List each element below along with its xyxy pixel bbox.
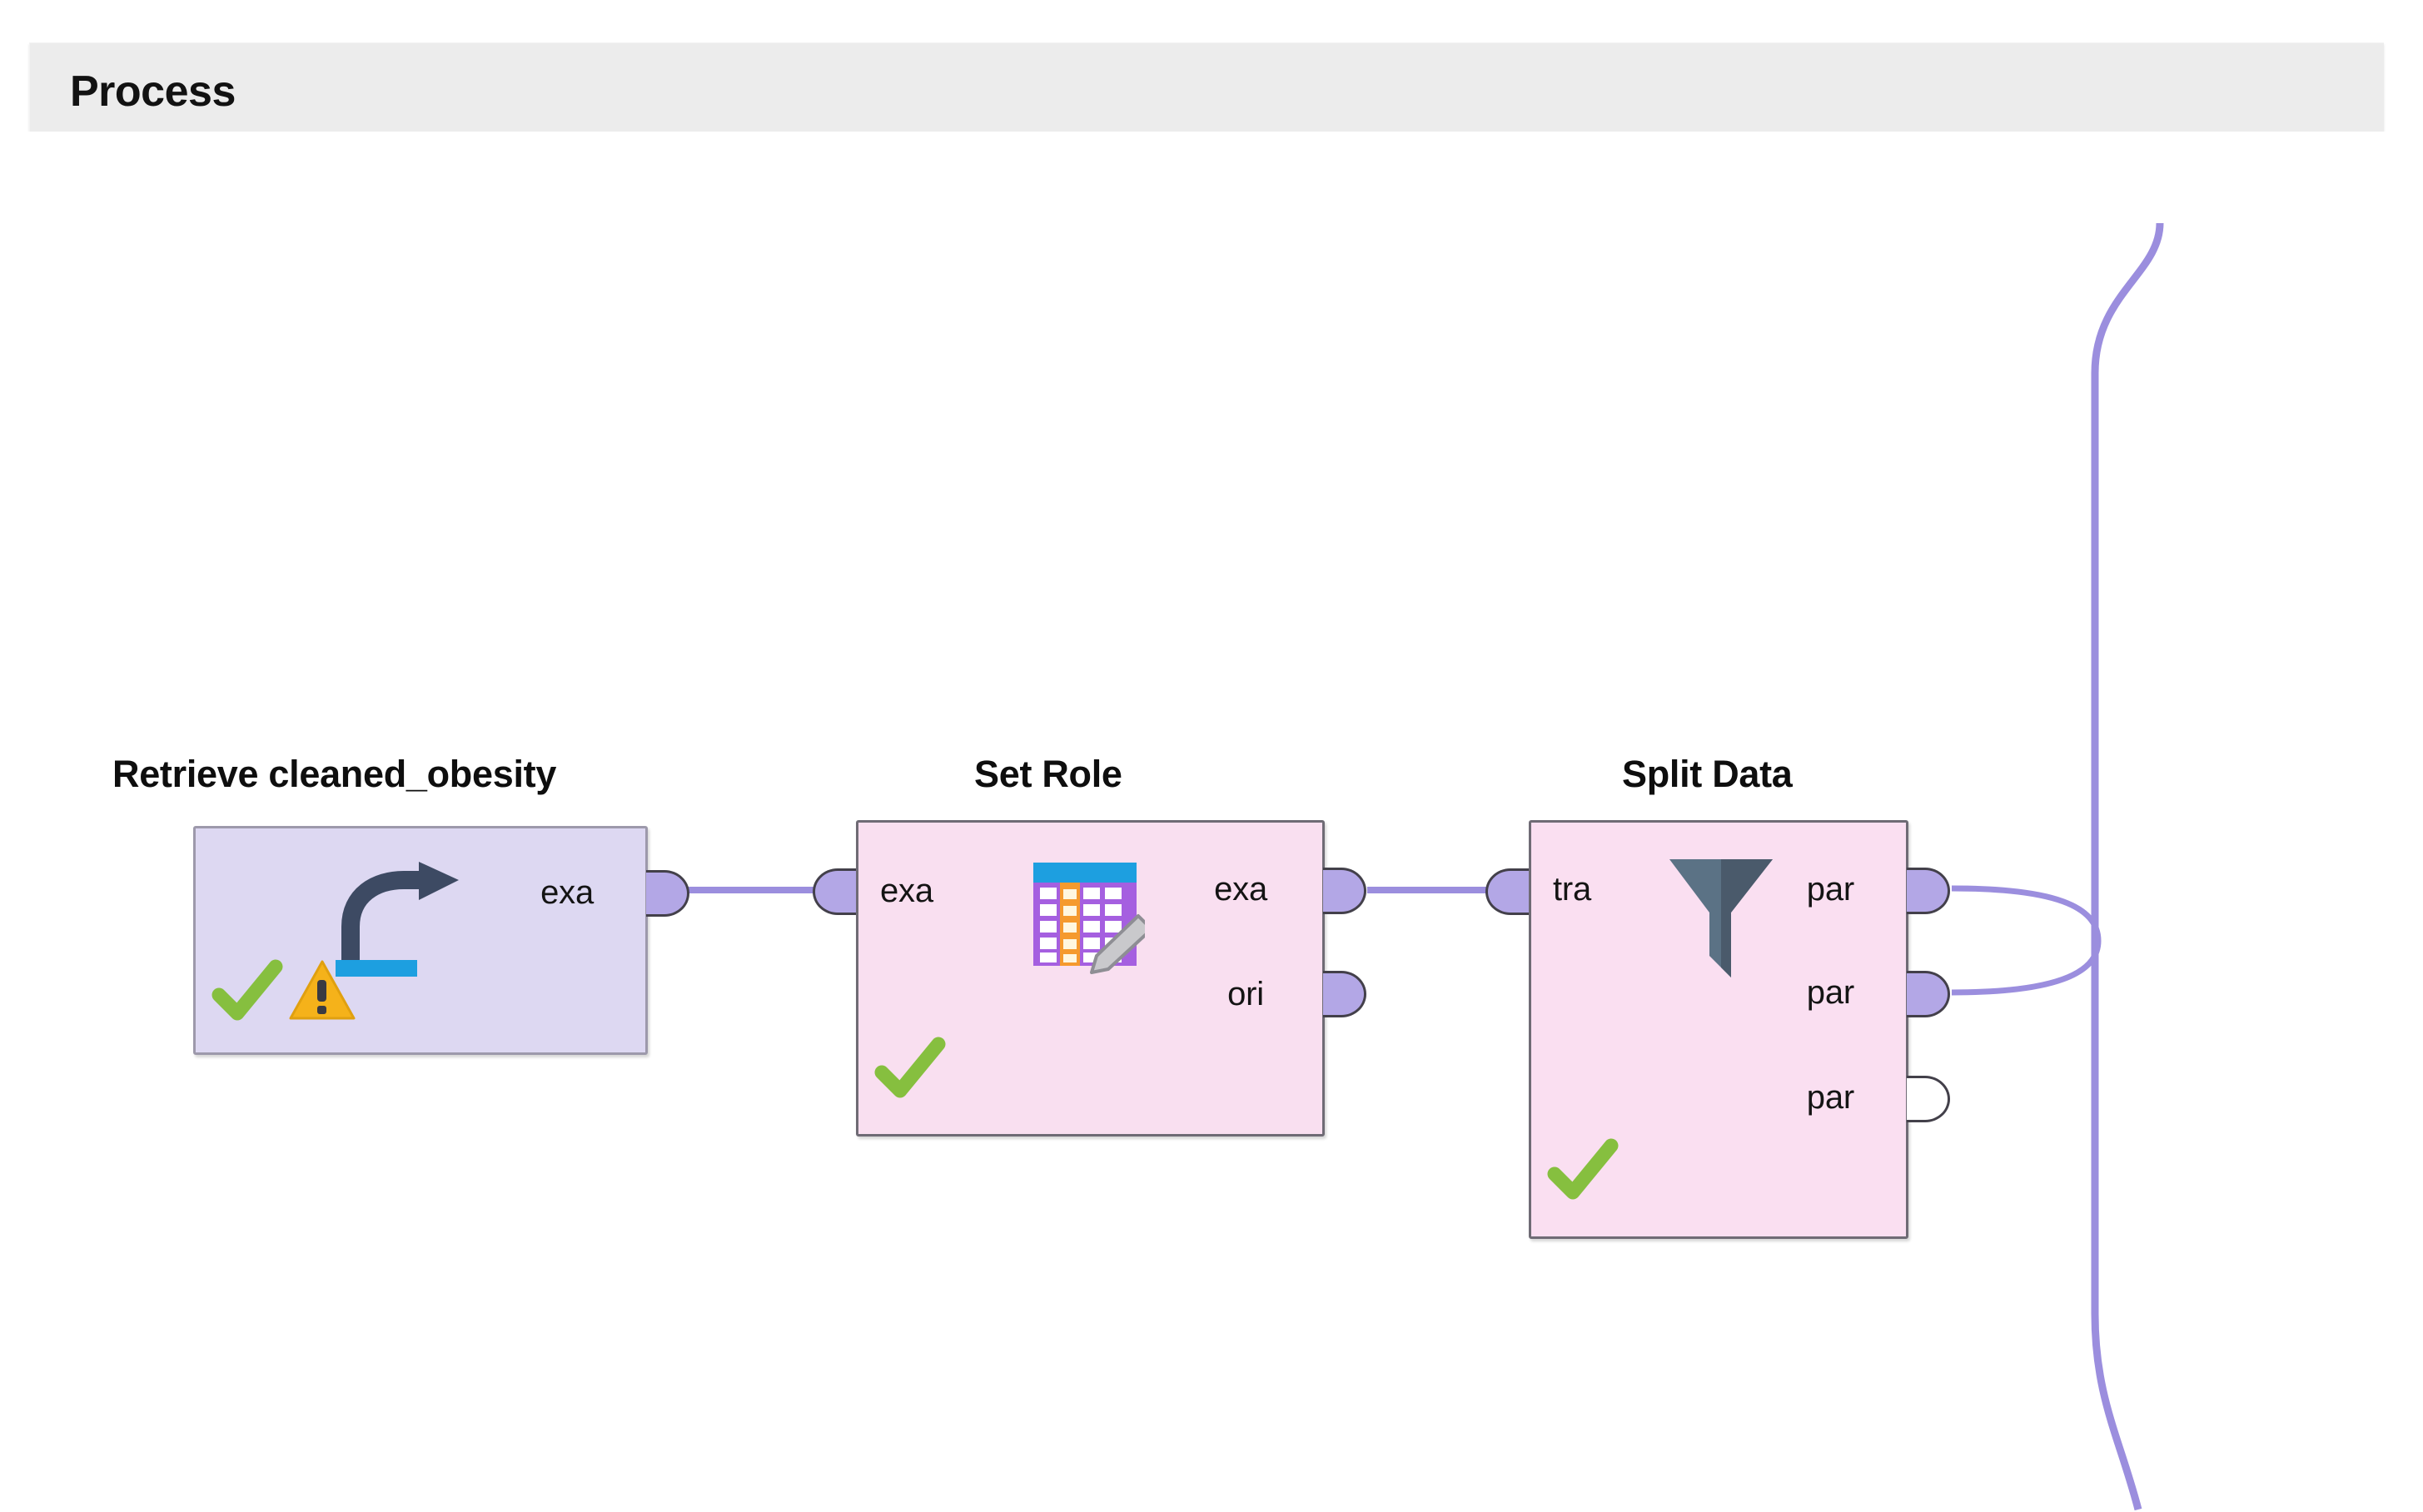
- input-port-setrole-exa[interactable]: [813, 868, 856, 915]
- page-title: Process: [70, 67, 236, 116]
- retrieve-arrow-icon: [336, 862, 459, 977]
- output-port-retrieve-exa[interactable]: [646, 870, 689, 917]
- wire-par1-to-boundary: [1951, 885, 2102, 942]
- status-check-icon: [211, 959, 283, 1021]
- output-port-splitdata-par-1[interactable]: [1907, 868, 1950, 914]
- input-port-splitdata-tra[interactable]: [1485, 868, 1529, 915]
- operator-node-retrieve[interactable]: exa: [193, 826, 689, 1055]
- operator-title-retrieve: Retrieve cleaned_obesity: [112, 753, 557, 795]
- funnel-icon: [1669, 859, 1773, 977]
- operator-title-split-data: Split Data: [1622, 753, 1793, 795]
- port-label-splitdata-tra: tra: [1553, 871, 1592, 908]
- status-check-icon: [874, 1037, 946, 1098]
- port-label-splitdata-par-1: par: [1806, 871, 1854, 908]
- operator-title-set-role: Set Role: [974, 753, 1122, 795]
- port-label-setrole-in-exa: exa: [880, 873, 933, 909]
- port-label-setrole-out-ori: ori: [1227, 976, 1264, 1012]
- wire-subprocess-boundary: [2091, 222, 2164, 1511]
- output-port-setrole-ori[interactable]: [1323, 971, 1366, 1017]
- output-port-splitdata-par-3[interactable]: [1907, 1076, 1950, 1122]
- port-label-splitdata-par-3: par: [1806, 1079, 1854, 1116]
- status-check-icon: [1547, 1138, 1619, 1200]
- port-label-splitdata-par-2: par: [1806, 974, 1854, 1011]
- port-label-retrieve-exa: exa: [540, 874, 594, 911]
- operator-node-split-data[interactable]: tra par par par: [1485, 820, 1950, 1239]
- table-edit-icon: [1033, 863, 1145, 974]
- output-port-setrole-exa[interactable]: [1323, 868, 1366, 914]
- status-warning-icon: [289, 960, 356, 1020]
- wire-par2-to-boundary: [1951, 940, 2102, 996]
- output-port-splitdata-par-2[interactable]: [1907, 971, 1950, 1017]
- process-canvas[interactable]: Retrieve cleaned_obesity exa Set Role ex…: [0, 132, 2423, 1512]
- operator-node-set-role[interactable]: exa: [813, 820, 1366, 1136]
- port-label-setrole-out-exa: exa: [1214, 871, 1267, 908]
- process-panel-header: Process: [29, 42, 2384, 132]
